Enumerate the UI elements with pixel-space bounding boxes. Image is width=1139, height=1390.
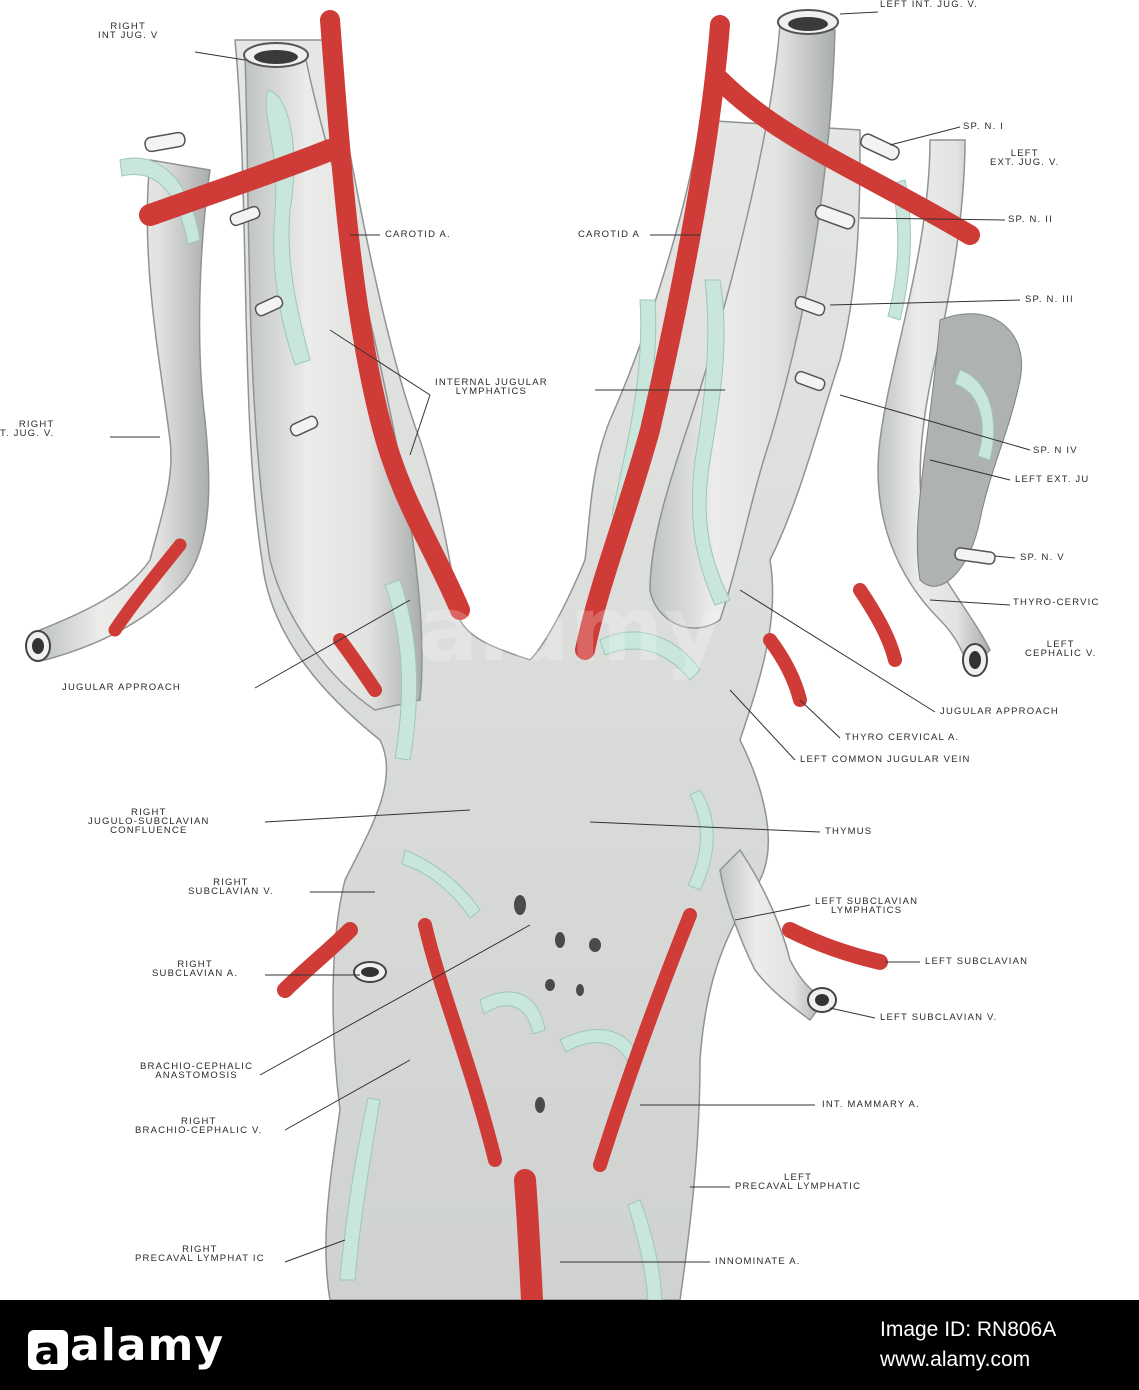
footer-url[interactable]: www.alamy.com (880, 1348, 1031, 1371)
label-right-brachio-cephalic-v: RIGHT BRACHIO-CEPHALIC V. (135, 1116, 263, 1136)
nerve-stumps (144, 131, 996, 565)
right-jugular-approach-artery (333, 633, 382, 697)
label-left-common-jugular-vein: LEFT COMMON JUGULAR VEIN (800, 754, 971, 765)
label-sp-n-ii: SP. N. II (1008, 214, 1053, 225)
right-subclavian-artery (277, 922, 358, 998)
label-left-int-jug-v: LEFT INT. JUG. V. (880, 0, 979, 10)
label-left-subclavian: LEFT SUBCLAVIAN (925, 956, 1029, 967)
label-thyro-cervical-a: THYRO CERVICAL A. (845, 732, 960, 743)
right-subclavian-branch (139, 139, 341, 226)
left-thyro-cervical (853, 583, 902, 667)
label-left-precaval-lymphatic: LEFT PRECAVAL LYMPHATIC (735, 1172, 862, 1192)
footer-image-id: Image ID: RN806A (880, 1318, 1057, 1341)
label-sp-n-i: SP. N. I (963, 121, 1005, 132)
right-carotid-artery (320, 10, 470, 620)
thyro-cervical-artery (763, 633, 807, 707)
label-left-ext-jug-v-top: LEFT EXT. JUG. V. (990, 148, 1060, 168)
left-carotid-branch (710, 70, 980, 245)
footer-logo-text: alamy (70, 1320, 224, 1371)
left-subclavian-vein (719, 848, 827, 1022)
confluence-openings (514, 895, 601, 1113)
anatomy-illustration: alamy (25, 9, 1031, 1300)
label-left-cephalic-v: LEFT CEPHALIC V. (1025, 639, 1097, 659)
label-jugular-approach-left: JUGULAR APPROACH (940, 706, 1059, 717)
label-sp-n-iii: SP. N. III (1025, 294, 1074, 305)
label-sp-n-iv: SP. N IV (1033, 445, 1078, 456)
lymphatics (119, 89, 995, 1300)
label-right-jugulo-subclavian-confluence: RIGHT JUGULO-SUBCLAVIAN CONFLUENCE (88, 807, 210, 836)
leader-lines (110, 11, 1031, 1263)
left-subclavian-artery (782, 922, 888, 970)
left-carotid-artery (575, 15, 730, 660)
label-brachio-cephalic-anastomosis: BRACHIO-CEPHALIC ANASTOMOSIS (140, 1061, 254, 1081)
right-external-jugular-vein (39, 159, 211, 661)
right-int-mammary (418, 918, 502, 1167)
label-right-int-jug-v: RIGHT INT JUG. V (98, 21, 159, 41)
label-thyro-cervic: THYRO-CERVIC (1013, 597, 1100, 608)
left-tissue-mass (916, 313, 1022, 587)
label-jugular-approach-right: JUGULAR APPROACH (62, 682, 181, 693)
label-innominate-a: INNOMINATE A. (715, 1256, 801, 1267)
right-branch-lower (108, 538, 187, 637)
label-carotid-a-left: CAROTID A (578, 229, 641, 240)
watermark-text: alamy (418, 577, 723, 682)
venous-confluence (234, 39, 861, 1300)
left-int-mammary (593, 908, 697, 1172)
innominate-artery (514, 1169, 543, 1300)
label-sp-n-v: SP. N. V (1020, 552, 1065, 563)
label-right-subclavian-v: RIGHT SUBCLAVIAN V. (188, 877, 274, 897)
label-left-subclavian-v: LEFT SUBCLAVIAN V. (880, 1012, 998, 1023)
label-left-subclavian-lymphatics: LEFT SUBCLAVIAN LYMPHATICS (815, 896, 919, 916)
label-right-subclavian-a: RIGHT SUBCLAVIAN A. (152, 959, 239, 979)
label-right-precaval-lymphatic: RIGHT PRECAVAL LYMPHAT IC (135, 1244, 265, 1264)
arteries (108, 10, 980, 1300)
label-thymus: THYMUS (825, 826, 873, 837)
label-internal-jugular-lymphatics: INTERNAL JUGULAR LYMPHATICS (435, 377, 548, 397)
anatomical-plate: alamy (25, 9, 1031, 1300)
label-int-mammary-a: INT. MAMMARY A. (822, 1099, 920, 1110)
label-left-ext-jug: LEFT EXT. JU (1015, 474, 1090, 485)
label-right-ext-jug-v: RIGHT T. JUG. V. (0, 419, 55, 439)
label-carotid-a-right: CAROTID A. (385, 229, 451, 240)
logo-mark-icon: a (28, 1330, 68, 1372)
